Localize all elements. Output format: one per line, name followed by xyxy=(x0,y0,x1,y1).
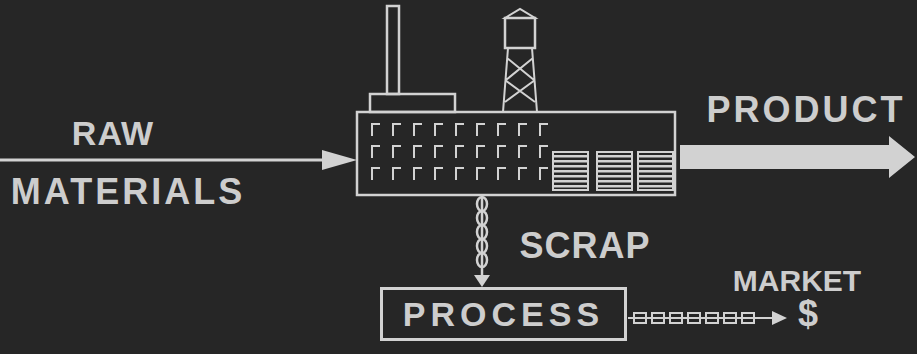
currency-symbol: $ xyxy=(798,296,818,332)
factory-windows xyxy=(372,146,548,158)
tower-legs xyxy=(503,48,537,112)
chain-link xyxy=(652,313,664,323)
flow-label: MARKET xyxy=(733,266,861,296)
factory-windows xyxy=(372,168,548,180)
input-arrow-line xyxy=(0,159,326,162)
process-box: PROCESS xyxy=(380,287,627,341)
chain-line xyxy=(481,196,484,278)
factory-windows xyxy=(372,124,548,136)
input-arrow-head xyxy=(322,150,357,170)
chain-link xyxy=(742,313,754,323)
scrap-chain-arrow xyxy=(477,196,487,278)
flow-label: PRODUCT xyxy=(707,92,906,128)
process-label: PROCESS xyxy=(403,297,604,331)
chain-link xyxy=(688,313,700,323)
scrap-arrow-head xyxy=(474,275,490,287)
water-tank xyxy=(505,18,535,48)
chain-link xyxy=(634,313,646,323)
market-arrow-head xyxy=(772,311,787,325)
chain-link xyxy=(706,313,718,323)
pallet-stack xyxy=(638,152,673,190)
pallet-stack xyxy=(597,152,632,190)
roof-block xyxy=(370,94,455,112)
chimney xyxy=(387,6,399,94)
factory-building xyxy=(357,112,675,195)
flow-label: SCRAP xyxy=(519,228,650,264)
chain-link xyxy=(670,313,682,323)
product-arrow xyxy=(680,136,915,178)
flow-label: MATERIALS xyxy=(11,174,245,210)
chain-link xyxy=(724,313,736,323)
pallet-stack xyxy=(553,152,588,190)
flow-label: RAW xyxy=(72,116,154,150)
market-chain-arrow xyxy=(628,313,776,323)
tower-roof xyxy=(505,9,535,18)
